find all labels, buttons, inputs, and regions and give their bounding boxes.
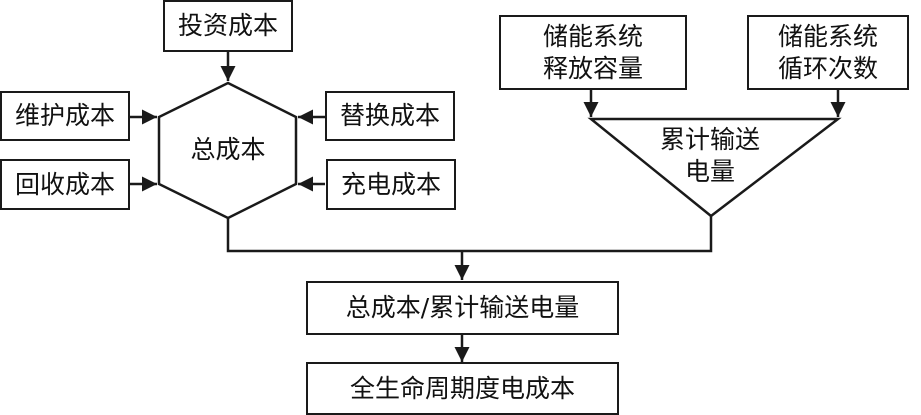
- total-cost-label: 总成本: [190, 135, 266, 164]
- charging-cost-box: 充电成本: [326, 159, 456, 210]
- edge-total-merge: [226, 216, 713, 253]
- cumulative-energy-label: 累计输送 电量: [659, 125, 760, 186]
- ratio-label: 总成本/累计输送电量: [345, 293, 580, 322]
- storage-release-capacity-label: 储能系统 释放容量: [542, 21, 643, 83]
- recycling-cost-label: 回收成本: [14, 169, 115, 199]
- storage-cycle-count-label: 储能系统 循环次数: [777, 21, 878, 83]
- storage-cycle-count-box: 储能系统 循环次数: [747, 15, 909, 90]
- recycling-cost-box: 回收成本: [0, 159, 130, 210]
- charging-cost-label: 充电成本: [340, 169, 441, 199]
- investment-cost-box: 投资成本: [163, 0, 293, 52]
- investment-cost-label: 投资成本: [177, 11, 278, 40]
- lcoe-label: 全生命周期度电成本: [349, 373, 575, 403]
- replacement-cost-box: 替换成本: [325, 91, 455, 141]
- storage-release-capacity-box: 储能系统 释放容量: [499, 15, 687, 90]
- maintenance-cost-box: 维护成本: [0, 91, 130, 141]
- ratio-box: 总成本/累计输送电量: [306, 281, 619, 335]
- lcoe-box: 全生命周期度电成本: [306, 362, 619, 415]
- maintenance-cost-label: 维护成本: [14, 101, 115, 130]
- replacement-cost-label: 替换成本: [339, 101, 440, 130]
- cumulative-energy-triangle: [587, 117, 842, 218]
